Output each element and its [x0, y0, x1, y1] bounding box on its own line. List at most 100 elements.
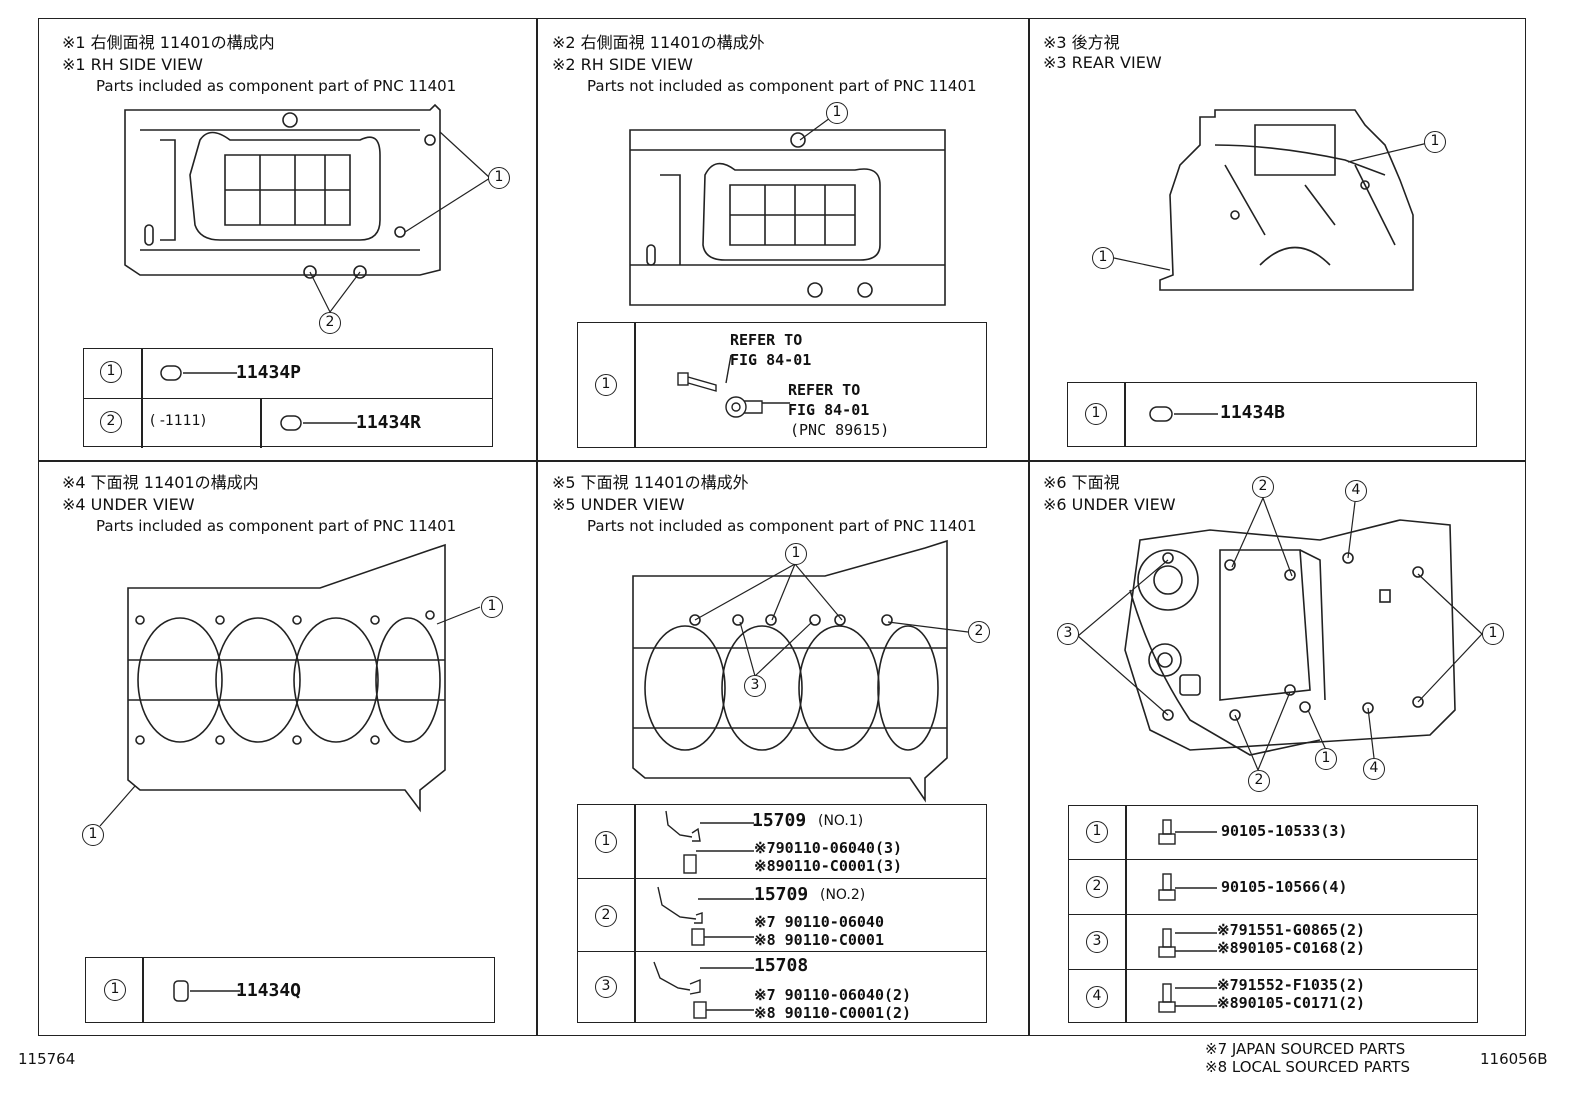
panel6-callout-4b: 4: [1363, 758, 1385, 780]
panel6-callout-1b: 1: [1315, 748, 1337, 770]
part-number: ※8 90110-C0001: [754, 931, 884, 949]
panel5-callout-1: 1: [785, 543, 807, 565]
panel1-callout-2: 2: [319, 312, 341, 334]
diagram-frame: [38, 18, 1526, 1036]
grid-divider-v1: [536, 18, 538, 1036]
panel5-note: Parts not included as component part of …: [587, 517, 977, 535]
panel4-callout-1b: 1: [82, 824, 104, 846]
part-suffix: (NO.1): [818, 813, 864, 829]
panel2-engine-block-rh-side: [629, 129, 946, 306]
panel6-callout-2: 2: [1252, 476, 1274, 498]
part-number: ※8 90110-C0001(2): [754, 1004, 912, 1022]
refer-to-pnc: (PNC 89615): [790, 421, 890, 439]
refer-to-label: REFER TO: [730, 331, 803, 349]
part-suffix: (NO.2): [820, 887, 866, 903]
table-row: 3 15708 ※7 90110-06040(2) ※8 90110-C0001…: [578, 951, 986, 1023]
part-number: ※790110-06040(3): [754, 839, 903, 857]
table-row: 4 ※791552-F1035(2) ※890105-C0171(2): [1069, 969, 1477, 1023]
panel2-title-jp: ※2 右側面視 11401の構成外: [552, 33, 765, 52]
dowel-pin-icon: [173, 980, 240, 1002]
dowel-pin-icon: [160, 365, 237, 381]
row-number: 1: [1086, 821, 1108, 843]
table-row: 2 90105-10566(4): [1069, 859, 1477, 915]
dowel-pin-icon: [1149, 406, 1218, 422]
panel4-engine-block-under: [127, 543, 446, 813]
table-row: 1 11434B: [1068, 383, 1476, 446]
knock-sensor-icon: [725, 396, 790, 418]
table-row: 3 ※791551-G0865(2) ※890105-C0168(2): [1069, 914, 1477, 970]
part-number: ※890105-C0168(2): [1217, 939, 1366, 957]
panel5-engine-block-under: [632, 539, 948, 803]
refer-to-label: REFER TO: [788, 381, 861, 399]
panel5-callout-2: 2: [968, 621, 990, 643]
panel3-callout-1b: 1: [1092, 247, 1114, 269]
panel6-leader-lines: [1077, 497, 1483, 771]
panel4-parts-table: 1 11434Q: [85, 957, 495, 1023]
qualifier: ( -1111): [150, 413, 207, 429]
table-row: 1 11434Q: [86, 958, 494, 1022]
oil-jet-icon: [657, 886, 754, 946]
figure-code-right: 116056B: [1480, 1050, 1548, 1068]
table-row: 1 90105-10533(3): [1069, 806, 1477, 859]
panel1-title-en: ※1 RH SIDE VIEW: [62, 55, 203, 74]
panel6-callout-4: 4: [1345, 480, 1367, 502]
oil-jet-icon: [653, 961, 754, 1019]
part-number: 11434Q: [236, 980, 302, 1001]
panel3-title-jp: ※3 後方視: [1043, 33, 1120, 52]
legend-japan-sourced: ※7 JAPAN SOURCED PARTS: [1205, 1040, 1406, 1058]
bolt-icon: [1158, 819, 1217, 845]
bolt-icon: [677, 354, 732, 392]
dowel-pin-icon: [280, 415, 357, 431]
bolt-icon: [1158, 928, 1217, 958]
table-row: 1 15709 (NO.1) ※790110-06040(3) ※890110-…: [578, 805, 986, 878]
panel4-title-en: ※4 UNDER VIEW: [62, 495, 195, 514]
panel6-callout-1: 1: [1482, 623, 1504, 645]
panel1-parts-table: 1 11434P 2 ( -1111) 11434R: [83, 348, 493, 448]
row-number: 1: [104, 979, 126, 1001]
panel1-callout-1: 1: [488, 167, 510, 189]
panel1-note: Parts included as component part of PNC …: [96, 77, 457, 95]
panel3-parts-table: 1 11434B: [1067, 382, 1477, 447]
table-row: 1 11434P: [84, 349, 492, 398]
part-number: ※791552-F1035(2): [1217, 976, 1366, 994]
row-number: 3: [1086, 931, 1108, 953]
panel4-note: Parts included as component part of PNC …: [96, 517, 457, 535]
row-number: 4: [1086, 986, 1108, 1008]
figure-code-left: 115764: [18, 1050, 76, 1068]
panel3-engine-block-rear: [1159, 109, 1414, 291]
panel6-engine-block-under: [1124, 519, 1456, 756]
row-number: 1: [100, 361, 122, 383]
part-number: 15708: [754, 955, 809, 976]
panel5-title-en: ※5 UNDER VIEW: [552, 495, 685, 514]
panel4-callout-1: 1: [481, 596, 503, 618]
part-number: 90105-10533(3): [1221, 822, 1348, 840]
panel2-callout-1: 1: [826, 102, 848, 124]
part-number: ※890105-C0171(2): [1217, 994, 1366, 1012]
row-number: 2: [100, 411, 122, 433]
panel5-callout-3: 3: [744, 675, 766, 697]
panel6-title-jp: ※6 下面視: [1043, 473, 1120, 492]
grid-divider-v2: [1028, 18, 1030, 1036]
row-number: 2: [1086, 876, 1108, 898]
panel4-title-jp: ※4 下面視 11401の構成内: [62, 473, 259, 492]
panel5-leader-lines: [694, 563, 969, 677]
panel6-callout-2b: 2: [1248, 770, 1270, 792]
panel1-engine-block-rh-side: [124, 103, 441, 279]
row-number: 1: [595, 374, 617, 396]
bolt-icon: [1158, 873, 1217, 901]
part-number: 11434P: [236, 362, 302, 383]
part-number: 11434B: [1220, 402, 1286, 423]
panel2-parts-table: 1 REFER TO FIG 84-01 REFER TO FIG 84-01 …: [577, 322, 987, 448]
refer-to-fig: FIG 84-01: [788, 401, 870, 419]
panel2-title-en: ※2 RH SIDE VIEW: [552, 55, 693, 74]
row-number: 1: [595, 831, 617, 853]
part-number: ※7 90110-06040(2): [754, 986, 912, 1004]
panel3-title-en: ※3 REAR VIEW: [1043, 53, 1162, 72]
part-number: ※791551-G0865(2): [1217, 921, 1366, 939]
panel1-leader-lines: [309, 131, 491, 313]
panel5-parts-table: 1 15709 (NO.1) ※790110-06040(3) ※890110-…: [577, 804, 987, 1023]
part-number: 15709: [752, 810, 807, 831]
row-number: 1: [1085, 403, 1107, 425]
table-row: 1 REFER TO FIG 84-01 REFER TO FIG 84-01 …: [578, 323, 986, 447]
part-number: 11434R: [356, 412, 422, 433]
